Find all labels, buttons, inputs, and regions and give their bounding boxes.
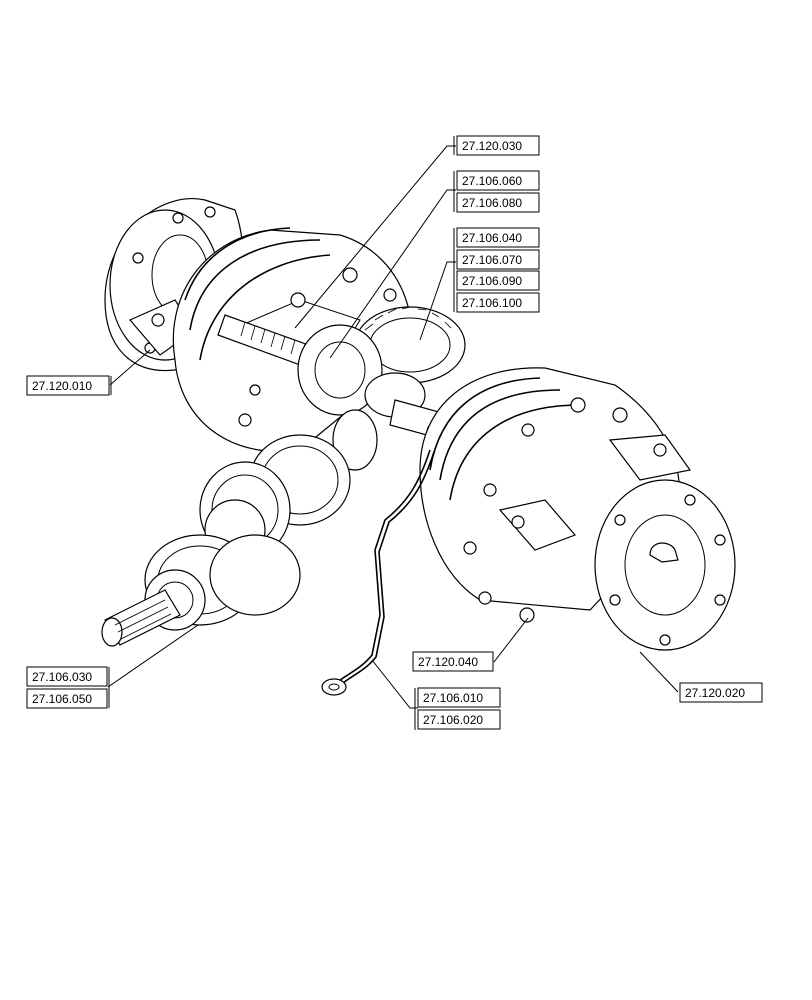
leader-27-106-040-100 — [419, 261, 456, 341]
callout-box — [26, 375, 110, 396]
leader-lines — [107, 145, 679, 709]
callout-box — [456, 249, 540, 270]
callout-box — [456, 192, 540, 213]
callout-27-106-100: 27.106.100 — [462, 296, 522, 310]
callout-box — [456, 270, 540, 291]
callout-27-120-020: 27.120.020 — [685, 686, 745, 700]
callout-27-106-040: 27.106.040 — [462, 231, 522, 245]
callout-box — [412, 651, 494, 672]
callout-group-120-040: 27.120.040 — [412, 651, 494, 672]
callout-box — [26, 666, 108, 687]
leader-27-106-030-050 — [107, 624, 199, 688]
callout-group-060-080: 27.106.060 27.106.080 — [453, 170, 540, 213]
callout-group-120-010: 27.120.010 — [26, 375, 112, 396]
callout-27-106-050: 27.106.050 — [32, 692, 92, 706]
callout-box — [417, 687, 501, 708]
callout-group-top: 27.120.030 — [453, 135, 540, 156]
callout-27-106-020: 27.106.020 — [423, 713, 483, 727]
callout-box — [456, 170, 540, 191]
callout-27-106-080: 27.106.080 — [462, 196, 522, 210]
callout-27-120-010: 27.120.010 — [32, 379, 92, 393]
callout-27-106-060: 27.106.060 — [462, 174, 522, 188]
callout-group-010-020: 27.106.010 27.106.020 — [414, 687, 501, 730]
axle-assembly-drawing — [101, 198, 736, 696]
callout-box — [679, 682, 763, 703]
callout-box — [26, 688, 108, 709]
callout-box — [456, 135, 540, 156]
callout-box — [417, 709, 501, 730]
callout-27-106-070: 27.106.070 — [462, 253, 522, 267]
callout-group-030-050: 27.106.030 27.106.050 — [26, 666, 110, 709]
callout-box — [456, 227, 540, 248]
gear-stack — [101, 434, 351, 647]
leader-27-120-040 — [493, 617, 529, 663]
leader-27-120-030 — [294, 145, 456, 329]
callout-27-106-010: 27.106.010 — [423, 691, 483, 705]
callout-27-106-030: 27.106.030 — [32, 670, 92, 684]
callout-27-106-090: 27.106.090 — [462, 274, 522, 288]
leader-27-120-020 — [639, 651, 679, 693]
callout-box — [456, 292, 540, 313]
leader-27-106-010-020 — [371, 659, 418, 709]
callout-27-120-040: 27.120.040 — [418, 655, 478, 669]
callout-group-040-100: 27.106.040 27.106.070 27.106.090 27.106.… — [453, 227, 540, 313]
leader-27-120-010 — [109, 349, 151, 386]
callout-group-120-020: 27.120.020 — [679, 682, 763, 703]
lube-pipe — [321, 449, 435, 696]
leader-27-106-060-080 — [329, 189, 456, 359]
callout-27-120-030: 27.120.030 — [462, 139, 522, 153]
right-flange — [594, 479, 736, 651]
